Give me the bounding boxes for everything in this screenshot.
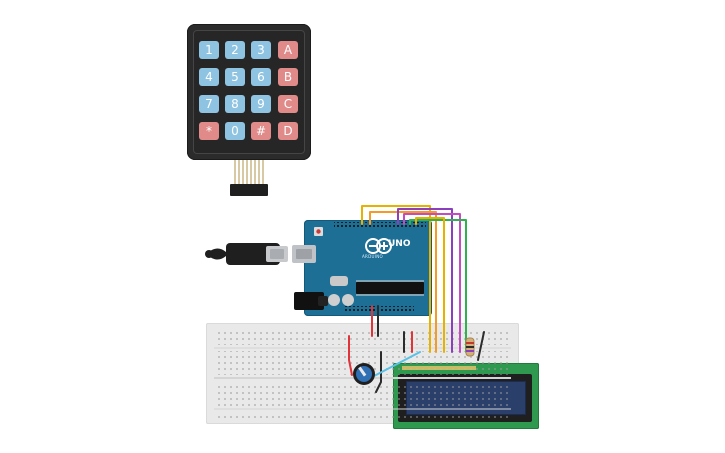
key-5[interactable]: 5 [225,68,245,86]
key-a[interactable]: A [278,41,298,59]
wires [348,205,485,393]
key-d[interactable]: D [278,122,298,140]
key-7[interactable]: 7 [199,95,219,113]
lcd-pins [402,366,476,370]
key-c[interactable]: C [278,95,298,113]
key-8[interactable]: 8 [225,95,245,113]
key-6[interactable]: 6 [251,68,271,86]
key-4[interactable]: 4 [199,68,219,86]
key-9[interactable]: 9 [251,95,271,113]
potentiometer[interactable] [353,363,375,385]
keypad-4x4[interactable]: 1 2 3 A 4 5 6 B 7 8 9 C * 0 # D [187,24,311,160]
keypad-pin-header[interactable] [230,184,268,196]
key-3[interactable]: 3 [251,41,271,59]
key-0[interactable]: 0 [225,122,245,140]
resistor[interactable] [465,337,475,357]
arduino-details [292,222,426,312]
key-b[interactable]: B [278,68,298,86]
usb-cable [205,243,288,265]
key-hash[interactable]: # [251,122,271,140]
key-star[interactable]: * [199,122,219,140]
keypad-ribbon-cable [234,160,264,186]
key-2[interactable]: 2 [225,41,245,59]
key-1[interactable]: 1 [199,41,219,59]
arduino-brand-label: ARDUINO [362,254,383,259]
arduino-model-label: UNO [388,239,411,249]
